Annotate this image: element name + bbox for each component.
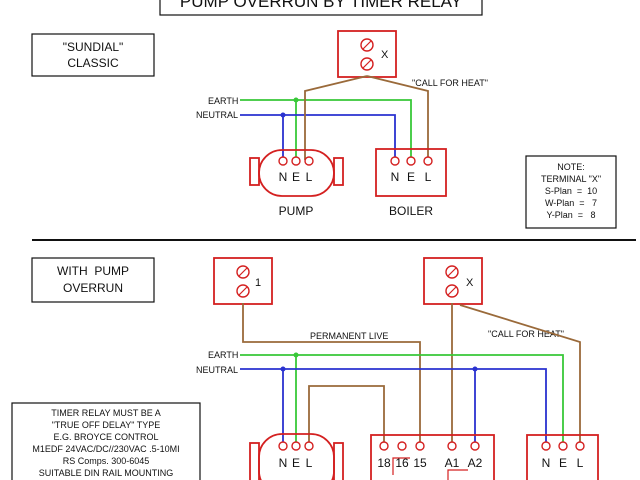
bottom-neutral-label: NEUTRAL <box>196 365 238 375</box>
top-pump-e: E <box>292 170 300 184</box>
top-pump-l: L <box>306 170 313 184</box>
bottom-boiler: N E L <box>526 434 599 480</box>
bottom-terminal-1: 1 <box>213 257 273 305</box>
bottom-section-label-box <box>31 257 155 303</box>
top-terminal-x: X <box>337 30 397 78</box>
top-boiler-e: E <box>407 170 415 184</box>
top-boiler-label: BOILER <box>389 204 433 218</box>
bottom-pump-n: N <box>279 456 288 470</box>
diagram-title: PUMP OVERRUN BY TIMER RELAY <box>180 0 462 11</box>
top-earth-wire <box>240 99 412 160</box>
top-neutral-label: NEUTRAL <box>196 110 238 120</box>
bottom-neutral-wire <box>240 368 547 444</box>
timer-note-line2: "TRUE OFF DELAY" TYPE <box>52 420 161 430</box>
bottom-boiler-n: N <box>542 456 551 470</box>
relay-18-wire <box>308 385 385 444</box>
top-terminal-x-label: X <box>381 49 389 61</box>
bottom-boiler-e: E <box>559 456 567 470</box>
relay-terminal-18: 18 <box>377 456 391 470</box>
bottom-pump: N E L <box>249 433 344 480</box>
bottom-call-for-heat-wire <box>459 304 581 444</box>
top-label-line1: "SUNDIAL" <box>63 40 124 54</box>
top-section-label-box <box>31 33 155 77</box>
bottom-terminal-1-label: 1 <box>255 277 261 289</box>
top-label-line2: CLASSIC <box>67 56 119 70</box>
top-live-wire-boiler <box>366 75 429 160</box>
note-title: NOTE: <box>557 162 585 172</box>
relay-terminal-a1: A1 <box>445 456 460 470</box>
top-pump-label: PUMP <box>279 204 314 218</box>
bottom-pump-l: L <box>306 456 313 470</box>
bottom-pump-e: E <box>292 456 300 470</box>
bottom-call-for-heat-label: "CALL FOR HEAT" <box>488 329 564 339</box>
top-call-for-heat-label: "CALL FOR HEAT" <box>412 78 488 88</box>
bottom-label-line2: OVERRUN <box>63 281 123 295</box>
top-pump-n: N <box>279 170 288 184</box>
relay-terminal-15: 15 <box>413 456 427 470</box>
timer-note-line3: E.G. BROYCE CONTROL <box>53 432 158 442</box>
bottom-terminal-x: X <box>423 257 483 305</box>
timer-note-line4: M1EDF 24VAC/DC//230VAC .5-10MI <box>32 444 179 454</box>
note-line3: W-Plan = 7 <box>545 198 597 208</box>
bottom-terminal-x-label: X <box>466 277 474 289</box>
top-boiler-l: L <box>425 170 432 184</box>
timer-note-box <box>11 402 201 480</box>
relay-terminal-a2: A2 <box>468 456 483 470</box>
bottom-label-line1: WITH PUMP <box>57 264 129 278</box>
bottom-earth-label: EARTH <box>208 350 238 360</box>
timer-note-line6: SUITABLE DIN RAIL MOUNTING <box>39 468 174 478</box>
note-line1: TERMINAL "X" <box>541 174 601 184</box>
title-box <box>159 0 483 16</box>
top-live-wire-pump <box>304 75 368 160</box>
bottom-earth-wire <box>240 354 564 444</box>
note-line2: S-Plan = 10 <box>545 186 597 196</box>
note-box <box>525 155 617 229</box>
timer-note-line1: TIMER RELAY MUST BE A <box>51 408 161 418</box>
timer-relay: 18 16 15 A1 A2 <box>370 434 495 480</box>
top-boiler-n: N <box>391 170 400 184</box>
permanent-live-label: PERMANENT LIVE <box>310 331 388 341</box>
top-neutral-wire <box>240 114 396 160</box>
relay-terminal-16: 16 <box>395 456 409 470</box>
bottom-boiler-l: L <box>577 456 584 470</box>
top-pump: N E L <box>249 149 344 197</box>
top-boiler: N E L <box>375 148 447 197</box>
note-line4: Y-Plan = 8 <box>547 210 596 220</box>
timer-note-line5: RS Comps. 300-6045 <box>63 456 150 466</box>
permanent-live-wire <box>242 303 421 444</box>
top-earth-label: EARTH <box>208 96 238 106</box>
